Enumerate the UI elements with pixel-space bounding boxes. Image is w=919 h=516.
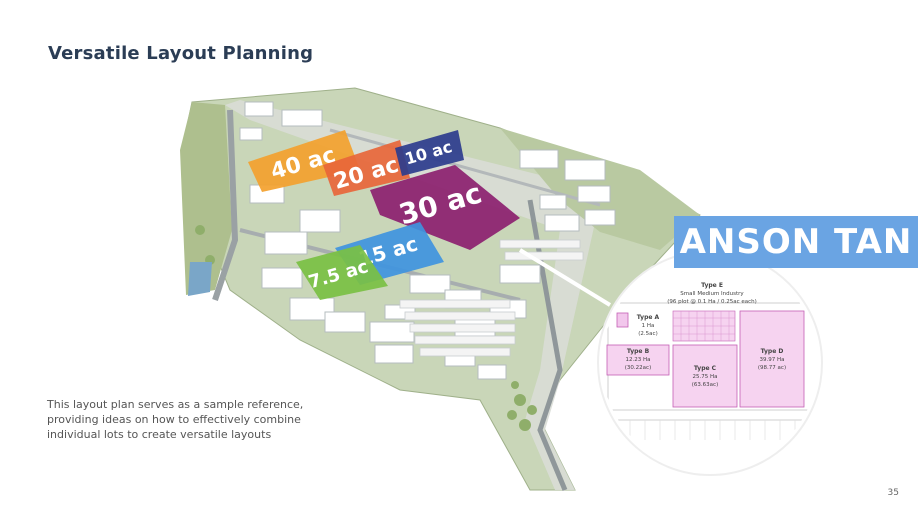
smi-unit-rows (399, 239, 584, 357)
lot-area-6 (296, 245, 388, 300)
type-b-line1: 12.23 Ha (626, 357, 651, 363)
lot-area-4 (370, 165, 520, 250)
type-d-line2: (98.77 ac) (758, 365, 786, 371)
page-title: Versatile Layout Planning (48, 43, 314, 64)
zoom-callout: Type E Small Medium Industry (96 plot @ … (597, 250, 823, 476)
retention-pond (188, 262, 212, 296)
watermark-banner: ANSON TAN (674, 216, 918, 268)
type-a-line2: (2.5ac) (638, 331, 657, 337)
type-d-lot (739, 310, 805, 408)
lot-area-2 (323, 140, 410, 196)
type-c-line1: 25.75 Ha (693, 374, 718, 380)
type-a-line1: 1 Ha (642, 323, 655, 329)
inner-road (329, 128, 601, 207)
type-e-line2: (96 plot @ 0.1 Ha / 0.25ac each) (667, 299, 757, 305)
main-road (212, 109, 239, 301)
type-b-line2: (30.22ac) (625, 365, 651, 371)
layout-caption: This layout plan serves as a sample refe… (47, 398, 304, 441)
site-left-land (180, 102, 232, 295)
type-c-title: Type C (694, 365, 717, 372)
east-road (527, 199, 568, 491)
site-road-band (225, 100, 600, 490)
type-e-line1: Small Medium Industry (680, 291, 744, 297)
type-c-lot (672, 344, 738, 408)
lot-area-1 (248, 130, 360, 192)
type-a-title: Type A (637, 314, 660, 321)
type-c-line2: (63.63ac) (692, 382, 718, 388)
type-e-title: Type E (701, 282, 723, 289)
callout-line (518, 248, 612, 307)
lot-area-3 (395, 130, 464, 176)
type-d-title: Type D (761, 348, 784, 355)
page-number: 35 (887, 488, 899, 498)
type-b-title: Type B (627, 348, 650, 355)
type-b-lot (606, 344, 670, 376)
warehouse-blocks (239, 101, 616, 380)
type-d-line1: 39.97 Ha (760, 357, 785, 363)
type-a-lot (616, 312, 629, 328)
